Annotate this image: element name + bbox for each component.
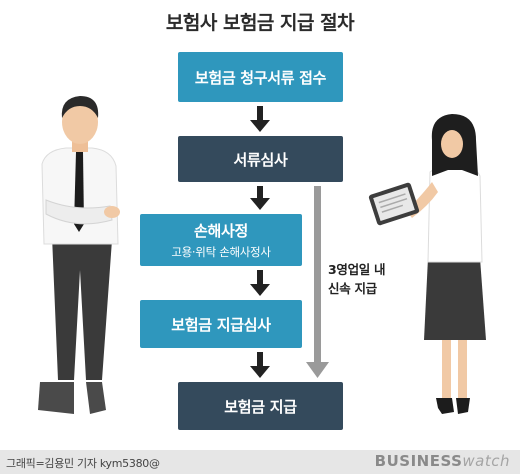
brand-logo: BUSINESSwatch — [375, 452, 510, 470]
footer-bar — [0, 450, 520, 474]
step-label: 손해사정 — [193, 222, 248, 240]
fast-track-arrow — [306, 186, 329, 378]
arrow-1-to-2 — [250, 106, 270, 132]
brand-light: watch — [462, 452, 510, 470]
businessman-illustration — [38, 96, 120, 414]
step-label: 보험금 청구서류 접수 — [194, 68, 327, 87]
step-label: 보험금 지급 — [224, 397, 297, 416]
step-label: 보험금 지급심사 — [171, 315, 271, 334]
arrow-4-to-5 — [250, 352, 270, 378]
step-sublabel: 고용·위탁 손해사정사 — [171, 245, 271, 259]
diagram-title: 보험사 보험금 지급 절차 — [165, 12, 355, 34]
businesswoman-illustration — [368, 114, 486, 414]
flow-arrows — [250, 106, 270, 378]
arrow-2-to-3 — [250, 186, 270, 210]
fast-track-line-1: 3영업일 내 — [328, 262, 386, 277]
fast-track-line-2: 신속 지급 — [328, 281, 377, 296]
fast-track-note: 3영업일 내 신속 지급 — [328, 260, 386, 298]
step-payment-review: 보험금 지급심사 — [140, 300, 302, 348]
arrow-3-to-4 — [250, 270, 270, 296]
brand-bold: BUSINESS — [374, 452, 463, 470]
step-loss-adjustment: 손해사정 고용·위탁 손해사정사 — [140, 214, 302, 266]
step-document-review: 서류심사 — [178, 136, 343, 182]
graphic-credit: 그래픽=김용민 기자 kym5380@ — [6, 457, 160, 470]
step-payment: 보험금 지급 — [178, 382, 343, 430]
step-claim-documents-received: 보험금 청구서류 접수 — [178, 52, 343, 102]
step-label: 서류심사 — [233, 150, 288, 169]
